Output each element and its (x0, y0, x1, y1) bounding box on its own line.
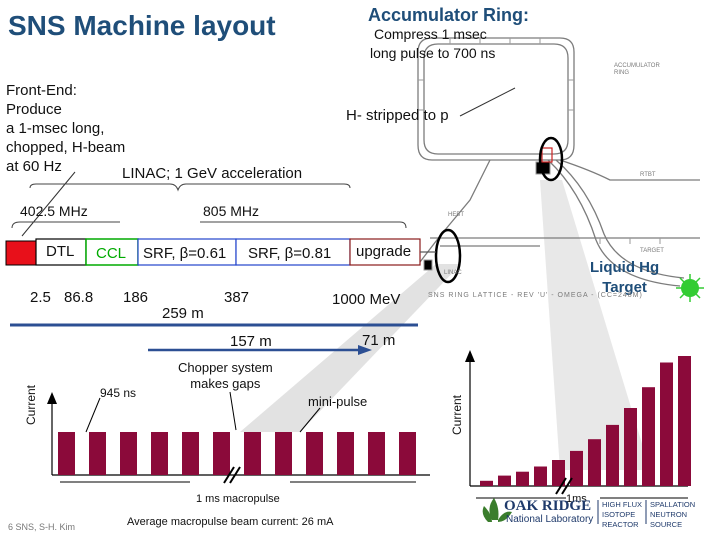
lattice-label: SNS RING LATTICE - REV 'U' - OMEGA - (CC… (428, 292, 643, 299)
extraction-marker (541, 147, 553, 163)
freq-805-label: 805 MHz (203, 203, 260, 219)
accumulated-bar (606, 424, 619, 486)
accumulated-bar (642, 387, 655, 486)
chopper-line2: makes gaps (190, 376, 261, 391)
sns-line: SPALLATION (650, 500, 696, 509)
ring-label-line1: ACCUMULATOR (614, 63, 660, 69)
target-label-line1: Liquid Hg (590, 259, 660, 276)
accumulator-line1: Compress 1 msec (374, 26, 487, 42)
macropulse-label: 1 ms macropulse (196, 493, 280, 505)
front-end-line: Front-End: (6, 82, 77, 99)
oak-leaf-icon (482, 498, 512, 522)
ring-highlight-ellipse (538, 136, 564, 182)
accumulated-bar (624, 408, 637, 486)
ms-label: 1ms (566, 493, 587, 505)
length-259-label: 259 m (162, 305, 204, 322)
front-end-pointer (21, 171, 76, 237)
accumulated-bar (516, 471, 529, 486)
spotlight-right (540, 180, 650, 470)
srf061-label: SRF, β=0.61 (143, 245, 227, 262)
length-71-label: 71 m (362, 332, 396, 349)
frequency-bracket (11, 221, 407, 229)
accumulated-bar (480, 480, 493, 486)
energy-label: 1000 MeV (332, 291, 401, 308)
sns-line: NEUTRON (650, 510, 688, 519)
current-axis-label-right: Current (450, 394, 464, 435)
srf081-label: SRF, β=0.81 (248, 245, 332, 262)
rtbt-tag: RTBT (640, 172, 656, 178)
linac-end-ellipse (434, 228, 462, 284)
hfir-line: REACTOR (602, 520, 639, 529)
arrow-157m-head (358, 345, 372, 355)
current-axis-label-left: Current (24, 384, 38, 425)
accumulated-bar (534, 466, 547, 486)
spotlight-left (240, 264, 461, 432)
ccl-label: CCL (96, 245, 127, 262)
srf061-box (137, 238, 237, 266)
sns-logo: SPALLATION NEUTRON SOURCE (650, 500, 695, 530)
oak-ridge-subtitle: National Laboratory (506, 514, 594, 525)
accumulated-bar (552, 460, 565, 486)
hfir-line: HIGH FLUX (602, 500, 643, 509)
srf081-box (235, 238, 351, 266)
freq-402-label: 402.5 MHz (20, 203, 88, 219)
page-title: SNS Machine layout (8, 10, 276, 41)
front-end-line: a 1-msec long, (6, 120, 105, 137)
gap-label: 945 ns (100, 386, 137, 400)
oak-ridge-name: OAK RIDGE (504, 498, 592, 514)
energy-label: 86.8 (64, 289, 94, 306)
chopper-label: Chopper system makes gaps (178, 360, 273, 392)
chopped-pulse-plot (47, 391, 430, 484)
front-end-line: at 60 Hz (6, 158, 62, 175)
accumulated-bar (660, 362, 673, 486)
linac-label: LINAC; 1 GeV acceleration (122, 165, 303, 182)
energy-label: 186 (123, 289, 149, 306)
upgrade-label: upgrade (356, 243, 412, 260)
hebt-tag: HEBT (448, 212, 465, 218)
front-end-box (5, 240, 37, 266)
front-end-line: Produce (6, 101, 62, 118)
sns-line: SOURCE (650, 520, 683, 529)
accumulated-pulse-plot (465, 350, 691, 499)
accumulator-title: Accumulator Ring: (368, 5, 530, 25)
hfir-line: ISOTOPE (602, 510, 636, 519)
accumulated-bar (498, 475, 511, 486)
ring-label-line2: RING (614, 70, 629, 76)
dtl-label: DTL (46, 243, 75, 260)
ccl-box (85, 238, 139, 266)
accumulated-bar (588, 439, 601, 486)
accumulated-bar (570, 450, 583, 486)
slide-footer: 6 SNS, S-H. Kim (8, 522, 76, 532)
linac-bracket (29, 183, 351, 192)
stripping-label: H- stripped to p (346, 107, 449, 124)
average-current-label: Average macropulse beam current: 26 mA (127, 516, 334, 528)
length-157-label: 157 m (230, 333, 272, 350)
linac-tag: LINAC (444, 270, 462, 276)
target-label-line2: Target (602, 279, 647, 296)
accumulator-line2: long pulse to 700 ns (370, 45, 496, 61)
energy-label: 2.5 (30, 289, 51, 306)
energy-label: 387 (224, 289, 250, 306)
accumulated-bar (678, 356, 691, 486)
hfir-logo: HIGH FLUX ISOTOPE REACTOR (602, 500, 642, 530)
target-label: Liquid Hg Target (590, 258, 659, 298)
front-end-line: chopped, H-beam (6, 139, 126, 156)
minipulse-label: mini-pulse (308, 394, 368, 409)
ring-drawing-label: ACCUMULATOR RING (614, 63, 660, 77)
accumulator-ring (417, 37, 700, 287)
target-tag: TARGET (640, 248, 664, 254)
chopper-line1: Chopper system (178, 360, 273, 375)
stripping-pointer (459, 87, 516, 117)
